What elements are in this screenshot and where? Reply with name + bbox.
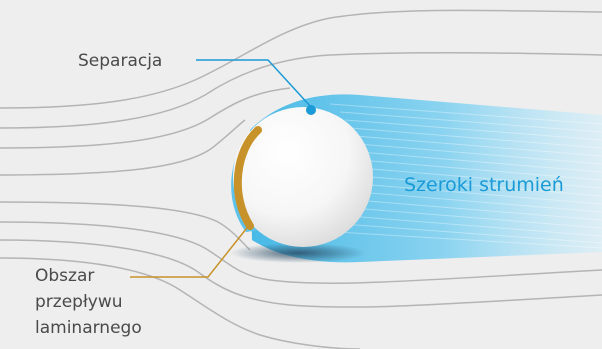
streamline <box>0 119 246 176</box>
streamline <box>0 257 361 349</box>
laminar-arc <box>233 126 262 230</box>
streamline <box>0 201 251 251</box>
laminar-callout-line <box>130 223 251 278</box>
wake-streaks <box>329 103 602 249</box>
laminar-label-line: Obszar <box>35 266 95 286</box>
streamline <box>0 87 291 149</box>
streamline <box>0 9 602 109</box>
separation-callout-line <box>196 59 312 108</box>
callout-dot-blue-icon <box>306 105 316 115</box>
ball-shadow <box>230 243 366 263</box>
laminar-flow-label: Obszar przepływu laminarnego <box>35 263 142 341</box>
wake-label: Szeroki strumień <box>404 174 564 196</box>
streamline <box>0 239 602 308</box>
laminar-label-line: laminarnego <box>35 318 142 338</box>
streamline <box>0 221 602 284</box>
separation-label: Separacja <box>78 51 163 71</box>
ball-icon <box>233 107 373 247</box>
laminar-label-line: przepływu <box>35 292 123 312</box>
